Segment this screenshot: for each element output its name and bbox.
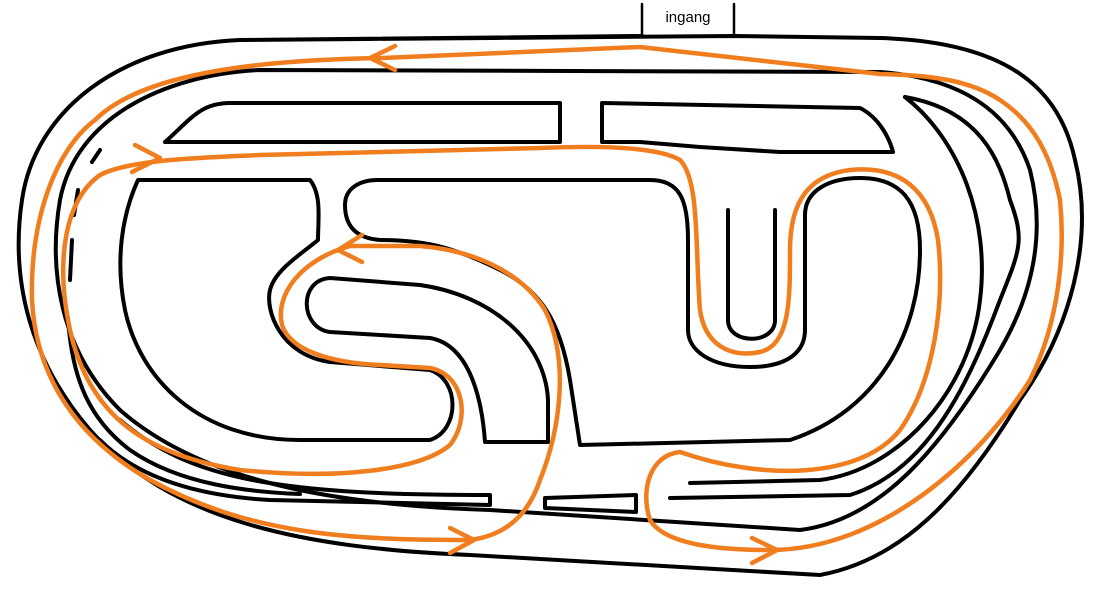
top-left-block <box>163 101 562 144</box>
outer-wall <box>16 34 1084 577</box>
entrance-gate: ingang <box>640 2 736 38</box>
route-arrow <box>749 535 780 566</box>
top-right-block <box>600 101 895 154</box>
u-island <box>726 208 777 341</box>
bottom-segment-mid <box>543 493 638 514</box>
left-lane-edge <box>66 316 302 496</box>
route-arrow <box>447 525 477 556</box>
route-arrow <box>335 232 365 265</box>
left-infield <box>118 178 455 442</box>
route-arrow <box>367 43 398 73</box>
right-lane-wall-b <box>688 95 984 485</box>
center-infield <box>343 176 922 447</box>
bottom-segment-left <box>98 418 492 507</box>
inner-ring-wall <box>53 68 1039 532</box>
left-lane-marks <box>68 148 102 282</box>
right-lane-wall-a <box>668 95 1021 500</box>
route-arrow <box>129 142 163 175</box>
s-island <box>304 276 550 444</box>
entrance-label: ingang <box>665 9 710 26</box>
direction-markers <box>129 43 780 566</box>
